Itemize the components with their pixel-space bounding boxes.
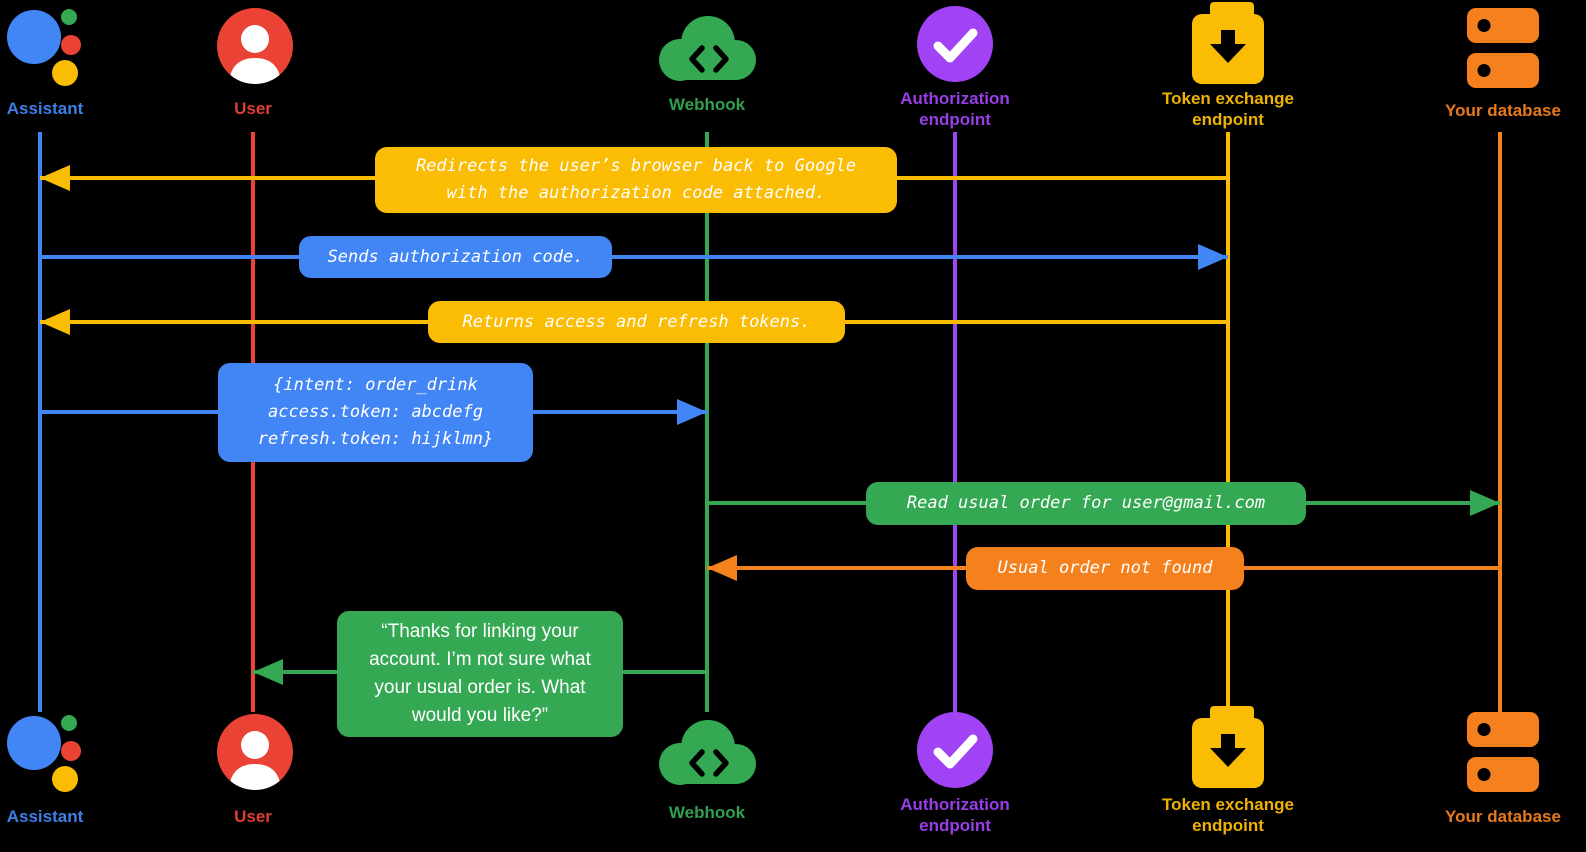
message-sends-auth-code: Sends authorization code. xyxy=(299,236,612,278)
arrowhead-left-icon xyxy=(40,309,70,335)
message-read-usual-order: Read usual order for user@gmail.com xyxy=(866,482,1306,525)
authorization-endpoint-icon xyxy=(917,6,993,82)
authorization-endpoint-icon xyxy=(917,712,993,788)
assistant-icon xyxy=(4,710,88,798)
lifeline-assistant xyxy=(38,132,42,712)
arrowhead-right-icon xyxy=(677,399,707,425)
lifeline-token-exchange-endpoint xyxy=(1226,132,1230,712)
message-redirect-auth-code: Redirects the user’s browser back to Goo… xyxy=(375,147,897,213)
actor-label-your-database: Your database xyxy=(1445,807,1561,826)
actor-label-webhook: Webhook xyxy=(668,95,746,114)
actor-label-your-database: Your database xyxy=(1445,101,1561,120)
assistant-icon xyxy=(4,4,88,92)
token-exchange-endpoint-icon xyxy=(1190,706,1266,790)
message-assistant-reply: “Thanks for linking your account. I’m no… xyxy=(337,611,623,737)
actor-label-authorization-endpoint: Authorization endpoint xyxy=(900,795,1010,835)
lifeline-webhook xyxy=(705,132,709,712)
actor-label-authorization-endpoint: Authorization endpoint xyxy=(900,89,1010,129)
arrowhead-left-icon xyxy=(253,659,283,685)
database-icon xyxy=(1467,6,1539,90)
user-icon xyxy=(217,714,293,790)
actor-label-webhook: Webhook xyxy=(668,803,746,822)
actor-label-assistant: Assistant xyxy=(6,99,84,118)
lifeline-your-database xyxy=(1498,132,1502,712)
webhook-cloud-icon xyxy=(652,716,762,790)
webhook-cloud-icon xyxy=(652,12,762,86)
database-icon xyxy=(1467,710,1539,794)
user-icon xyxy=(217,8,293,84)
actor-label-token-exchange-endpoint: Token exchange endpoint xyxy=(1162,89,1294,129)
message-usual-order-not-found: Usual order not found xyxy=(966,547,1244,590)
arrowhead-left-icon xyxy=(40,165,70,191)
message-returns-tokens: Returns access and refresh tokens. xyxy=(428,301,845,343)
message-intent-payload: {intent: order_drink access.token: abcde… xyxy=(218,363,533,462)
arrowhead-right-icon xyxy=(1198,244,1228,270)
actor-label-user: User xyxy=(234,807,272,826)
arrowhead-right-icon xyxy=(1470,490,1500,516)
actor-label-user: User xyxy=(234,99,272,118)
arrow-sends-code-line xyxy=(40,255,1228,259)
actor-label-token-exchange-endpoint: Token exchange endpoint xyxy=(1162,795,1294,835)
lifeline-authorization-endpoint xyxy=(953,132,957,712)
actor-label-assistant: Assistant xyxy=(6,807,84,826)
arrowhead-left-icon xyxy=(707,555,737,581)
token-exchange-endpoint-icon xyxy=(1190,2,1266,86)
